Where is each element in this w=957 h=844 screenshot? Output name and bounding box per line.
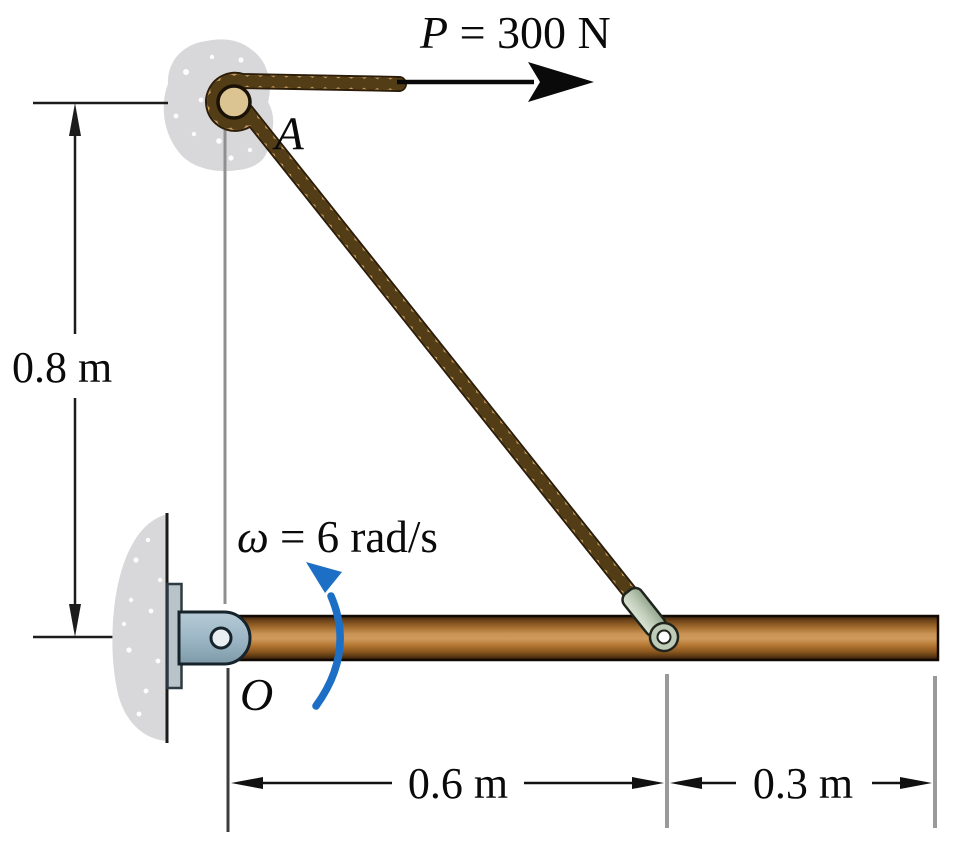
point-o-label: O xyxy=(240,669,273,720)
baseline-dimension xyxy=(231,674,937,828)
force-label: P = 300 N xyxy=(419,7,611,58)
angular-velocity-arc xyxy=(312,592,344,710)
rope xyxy=(205,71,644,608)
height-arrow-up xyxy=(69,103,81,136)
rope-twist-bands xyxy=(207,73,642,606)
rope-eyelet xyxy=(621,586,680,653)
force-arrow xyxy=(397,62,594,102)
force-arrow-head xyxy=(528,62,594,102)
point-a-label: A xyxy=(272,108,304,160)
angular-velocity-arrow xyxy=(306,562,344,710)
height-dimension-label: 0.8 m xyxy=(12,343,112,392)
dim06-arrow-left xyxy=(231,777,263,789)
dim06-arrow-right xyxy=(632,777,664,789)
dim-03-label: 0.3 m xyxy=(753,759,853,808)
height-arrow-down xyxy=(69,604,81,637)
dim03-arrow-right xyxy=(900,777,932,789)
bar xyxy=(228,614,940,662)
omega-label: ω = 6 rad/s xyxy=(237,512,438,562)
pin-support xyxy=(177,610,252,666)
pin-hole xyxy=(209,626,233,650)
angular-velocity-arrowhead xyxy=(306,562,342,593)
dim03-arrow-left xyxy=(670,777,702,789)
dim-06-label: 0.6 m xyxy=(408,759,508,808)
wall-bracket xyxy=(112,513,183,743)
eyelet-hole xyxy=(656,629,672,645)
wall-bracket-speckles xyxy=(121,537,163,717)
wall-bracket-shape xyxy=(112,514,168,741)
pulley-pin xyxy=(216,84,252,120)
